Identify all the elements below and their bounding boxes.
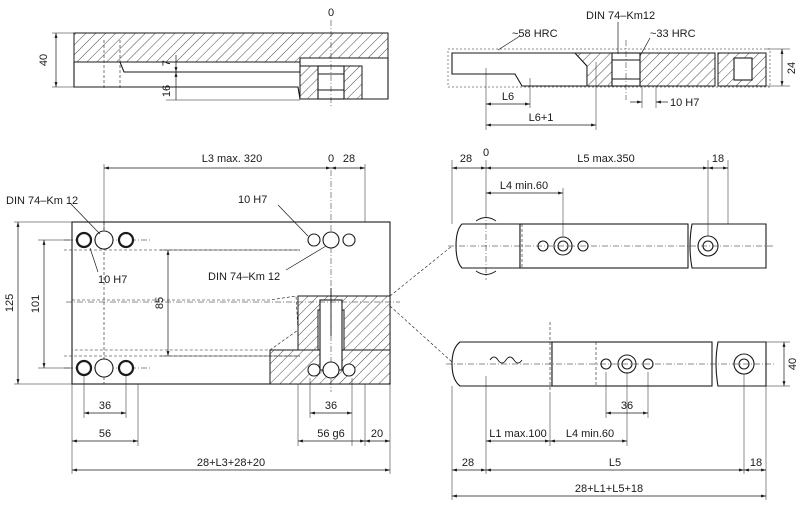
label-58hrc: ~58 HRC [512,28,558,40]
leader-10h7-left [89,247,99,273]
label-10h7-left: 10 H7 [98,274,127,286]
label-10h7-right: 10 H7 [670,97,699,109]
top-right-outline [447,48,771,88]
plan-mid-hatch [297,295,391,351]
label-20: 20 [371,428,383,440]
hole-bm-1 [307,363,321,377]
label-36-right: 36 [621,400,633,412]
hole-bl-2 [94,358,114,378]
label-28-right: 28 [460,153,472,165]
label-16: 16 [161,85,173,97]
label-L4min-top: L4 min.60 [500,180,548,192]
label-101: 101 [30,295,42,313]
label-56g6: 56 g6 [317,428,345,440]
top-right-mid-hatch [573,52,716,87]
right-upper-bar-view [448,160,774,280]
hole-bm-3 [342,363,356,377]
leader-58hrc [497,35,521,51]
label-40-right: 40 [787,358,799,370]
label-85: 85 [154,297,166,309]
label-36-left: 36 [99,400,111,412]
label-din-mid: DIN 74–Km 12 [208,271,280,283]
top-right-end-hole [733,57,753,81]
label-total-right: 28+L1+L5+18 [575,483,643,495]
label-zero-mid: 0 [328,153,334,165]
connector-lower [389,305,453,363]
connector-upper [389,245,453,297]
label-L4min-bottom: L4 min.60 [566,428,614,440]
top-left-section-view [52,20,389,108]
hole-bl-1 [75,359,93,377]
label-L5: L5 [609,457,621,469]
label-28-bottom: 28 [462,457,474,469]
label-33hrc: ~33 HRC [650,28,696,40]
hole-tl-2 [94,230,114,250]
hole-bm-2 [322,361,340,379]
top-right-left-piece [451,52,588,87]
hole-tm-1 [307,233,321,247]
top-right-section-view [447,22,790,130]
hole-tl-3 [117,231,135,249]
leader-din-mid [285,245,327,271]
label-L6: L6 [502,91,514,103]
label-36-mid: 36 [325,400,337,412]
hole-tl-1 [75,231,93,249]
label-L5max: L5 max.350 [577,153,634,165]
label-24: 24 [786,62,798,74]
label-125: 125 [4,294,16,312]
label-18-top: 18 [712,153,724,165]
hole-tm-3 [342,233,356,247]
label-L1max: L1 max.100 [489,428,546,440]
hole-bl-3 [117,359,135,377]
leader-din-left [69,202,101,235]
label-L3max: L3 max. 320 [202,153,263,165]
leader-33hrc [639,37,651,57]
rlb-spring [489,356,523,364]
label-zero-top: 0 [328,7,334,19]
label-din-top-right: DIN 74–Km12 [586,10,655,22]
top-right-bolt [611,52,641,87]
label-7: 7 [161,60,173,66]
rub-left-end [455,223,521,269]
label-10h7-top: 10 H7 [238,194,267,206]
label-28-mid: 28 [343,153,355,165]
label-18-bottom: 18 [750,457,762,469]
label-40-top: 40 [38,54,50,66]
label-total-left: 28+L3+28+20 [197,457,265,469]
bottom-left-plan-view [14,164,400,474]
label-din-left: DIN 74–Km 12 [6,195,78,207]
plan-hidden-edge [72,295,299,351]
label-56-left: 56 [99,428,111,440]
label-zero-right: 0 [483,147,489,159]
label-L6plus1: L6+1 [529,112,554,124]
view-connectors [389,245,453,363]
right-lower-bar-view [446,322,790,500]
hole-tm-2 [322,231,340,249]
leader-10h7-top [277,204,309,237]
